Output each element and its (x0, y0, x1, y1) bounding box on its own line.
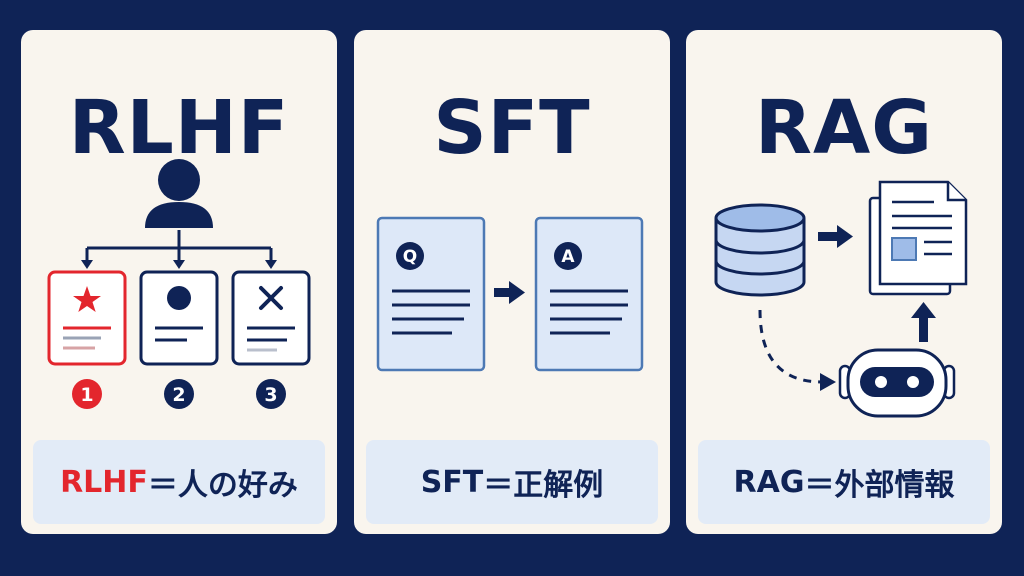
rag-caption-term: RAG (733, 464, 805, 500)
document-icon (868, 180, 968, 296)
rlhf-caption: RLHF＝人の好み (33, 440, 325, 524)
rag-illustration (714, 180, 968, 418)
connector-arrowheads (81, 260, 277, 269)
sft-caption-term: SFT (420, 464, 484, 500)
star-icon (73, 286, 101, 312)
rank-label-1: 1 (80, 384, 93, 406)
rag-caption: RAG＝外部情報 (698, 440, 990, 524)
sft-caption-text: ＝正解例 (483, 468, 604, 503)
rag-caption-text: ＝外部情報 (804, 468, 955, 503)
rlhf-panel: RLHF (21, 30, 337, 534)
rank-label-3: 3 (264, 384, 277, 406)
database-icon (714, 203, 806, 297)
sft-illustration: Q A (376, 216, 644, 372)
rank-label-2: 2 (172, 384, 185, 406)
ranked-card-1 (47, 270, 127, 366)
rlhf-illustration: 1 2 3 (47, 159, 311, 409)
connector-lines (85, 230, 273, 262)
rank-badge-1: 1 (72, 379, 102, 409)
circle-icon (167, 286, 191, 310)
rag-panel: RAG (686, 30, 1002, 534)
question-label: Q (403, 247, 417, 267)
rank-badge-3: 3 (256, 379, 286, 409)
sft-caption: SFT＝正解例 (366, 440, 658, 524)
answer-card: A (534, 216, 644, 372)
answer-label: A (561, 247, 575, 267)
rlhf-caption-term: RLHF (60, 464, 148, 500)
question-card: Q (376, 216, 486, 372)
arrow-right-icon (494, 281, 525, 304)
arrow-up-icon (911, 302, 936, 342)
rlhf-caption-text: ＝人の好み (147, 468, 298, 503)
sft-title: SFT (433, 85, 591, 171)
dashed-arrow (758, 309, 836, 391)
rank-badge-2: 2 (164, 379, 194, 409)
ranked-card-2 (139, 270, 219, 366)
ranked-card-3 (231, 270, 311, 366)
rlhf-title: RLHF (68, 85, 290, 171)
person-icon (145, 159, 213, 228)
rag-title: RAG (755, 85, 933, 171)
arrow-right-icon (818, 225, 853, 248)
sft-panel: SFT Q A (354, 30, 670, 534)
cross-icon (259, 286, 283, 310)
robot-icon (838, 348, 956, 418)
